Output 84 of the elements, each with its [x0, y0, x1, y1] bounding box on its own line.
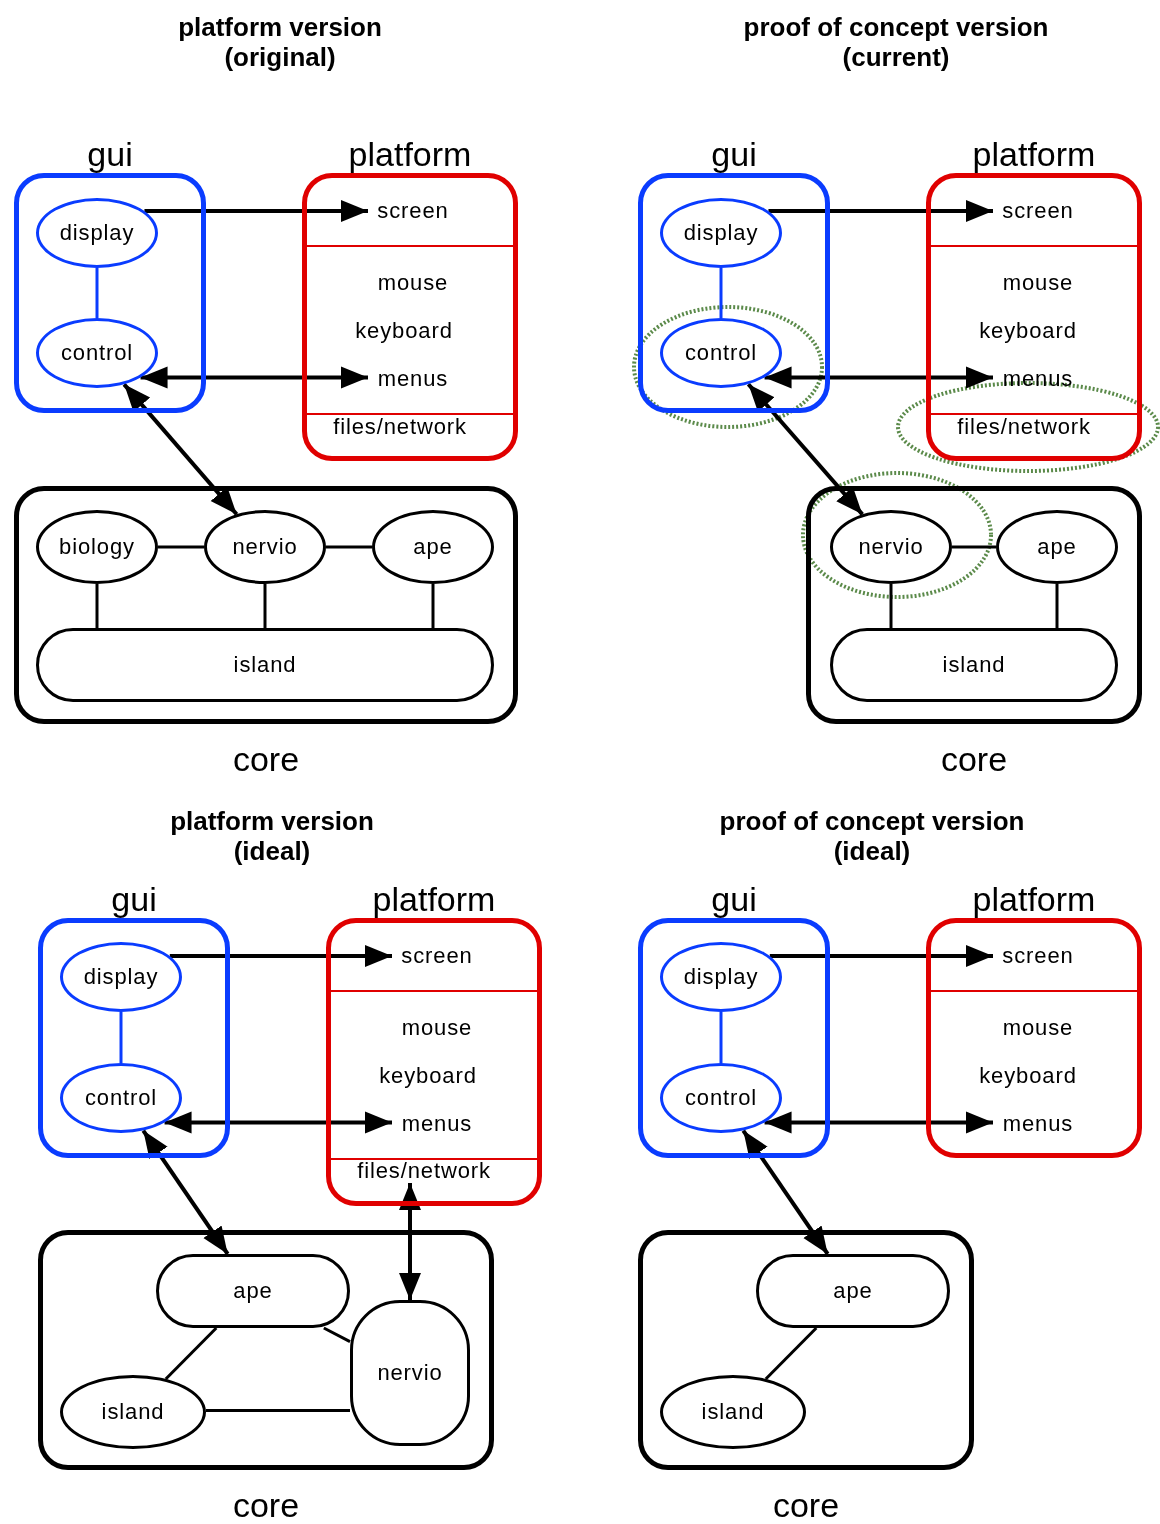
group-heading: platform [371, 881, 497, 917]
component-label: mouse [368, 271, 458, 295]
module-ellipse: control [60, 1063, 182, 1133]
component-label: mouse [993, 1016, 1083, 1040]
connector-line [719, 1012, 723, 1063]
arrow [140, 366, 368, 389]
panel-caption: proof of concept version (current) [742, 12, 1050, 72]
connector-line [95, 268, 99, 318]
module-pill: island [830, 628, 1118, 702]
module-ellipse: ape [996, 510, 1118, 584]
group-heading: gui [110, 881, 158, 917]
group-heading: platform [971, 136, 1097, 172]
panel-caption: proof of concept version (ideal) [718, 806, 1026, 866]
module-ellipse: ape [372, 510, 494, 584]
component-label: files/network [939, 415, 1109, 439]
module-pill: island [36, 628, 494, 702]
module-ellipse: nervio [204, 510, 326, 584]
arrow [764, 1111, 993, 1134]
component-label: menus [993, 1112, 1083, 1136]
arrow [741, 1129, 830, 1256]
group-heading: core [771, 1487, 841, 1523]
arrow [769, 945, 993, 967]
connector-line [158, 545, 204, 549]
module-ellipse: control [660, 1063, 782, 1133]
arrow [141, 1129, 230, 1256]
group-heading: platform [971, 881, 1097, 917]
component-label: keyboard [368, 1064, 488, 1088]
component-label: keyboard [344, 319, 464, 343]
arrow [768, 200, 993, 222]
group-heading: platform [347, 136, 473, 172]
module-ellipse: nervio [830, 510, 952, 584]
component-label: keyboard [968, 1064, 1088, 1088]
module-ellipse: biology [36, 510, 158, 584]
group-heading: core [231, 741, 301, 777]
module-ellipse: display [60, 942, 182, 1012]
connector-line [952, 545, 996, 549]
arrow [764, 366, 993, 389]
panel-caption: platform version (ideal) [169, 806, 375, 866]
connector-line [119, 1012, 123, 1063]
arrow [399, 1183, 421, 1300]
connector-line [764, 1326, 818, 1380]
connector-line [326, 545, 372, 549]
component-label: menus [368, 367, 458, 391]
component-label: files/network [339, 1159, 509, 1183]
module-pill: ape [156, 1254, 350, 1328]
connector-line [1055, 584, 1059, 628]
group-heading: gui [86, 136, 134, 172]
connector-line [889, 584, 893, 628]
component-label: screen [368, 199, 458, 223]
arrow [169, 945, 392, 967]
component-label: mouse [993, 271, 1083, 295]
group-heading: gui [710, 136, 758, 172]
arrow [164, 1111, 392, 1134]
module-ellipse: control [36, 318, 158, 388]
connector-line [323, 1326, 351, 1343]
group-heading: core [939, 741, 1009, 777]
group-heading: core [231, 1487, 301, 1523]
module-pill: ape [756, 1254, 950, 1328]
module-ellipse: control [660, 318, 782, 388]
panel-caption: platform version (original) [177, 12, 383, 72]
component-label: menus [993, 367, 1083, 391]
arrow [144, 200, 368, 222]
module-pill: nervio [350, 1300, 470, 1446]
component-label: menus [392, 1112, 482, 1136]
module-ellipse: display [660, 942, 782, 1012]
arrow [122, 383, 239, 516]
module-ellipse: display [660, 198, 782, 268]
module-ellipse: island [60, 1375, 206, 1449]
module-ellipse: island [660, 1375, 806, 1449]
arrow [746, 382, 864, 516]
component-label: screen [993, 944, 1083, 968]
component-label: screen [392, 944, 482, 968]
component-label: screen [993, 199, 1083, 223]
connector-line [719, 268, 723, 318]
component-label: files/network [315, 415, 485, 439]
connector-line [431, 584, 435, 628]
connector-line [164, 1326, 218, 1380]
component-label: mouse [392, 1016, 482, 1040]
connector-line [205, 1409, 350, 1412]
module-ellipse: display [36, 198, 158, 268]
component-label: keyboard [968, 319, 1088, 343]
group-heading: gui [710, 881, 758, 917]
connector-line [263, 584, 267, 628]
connector-line [95, 584, 99, 628]
